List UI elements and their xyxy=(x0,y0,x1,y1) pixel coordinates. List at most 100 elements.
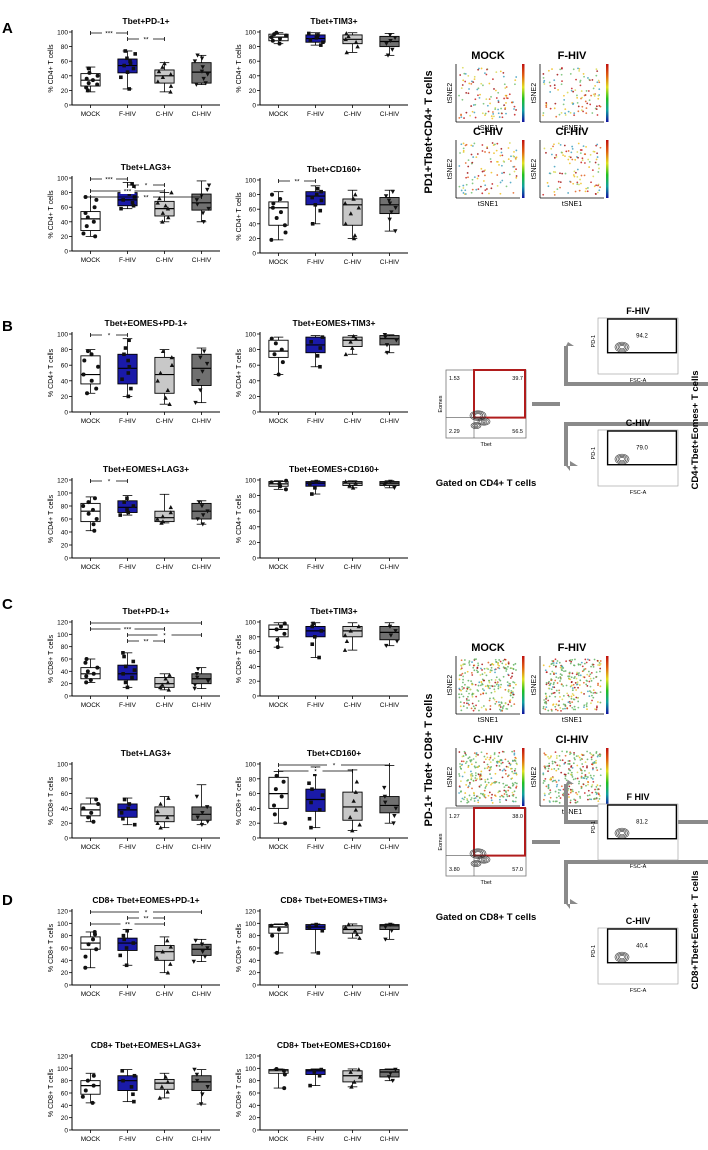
tsne-event xyxy=(593,185,596,188)
x-tick-label: MOCK xyxy=(81,844,101,851)
tsne-event xyxy=(576,777,579,780)
tsne-event xyxy=(500,147,503,150)
data-point xyxy=(385,53,391,58)
y-tick-label: 80 xyxy=(249,493,257,500)
tsne-event xyxy=(559,759,562,762)
pd1-gate xyxy=(606,318,678,354)
data-point xyxy=(269,923,274,928)
tsne-event xyxy=(573,114,576,117)
tsne-event xyxy=(483,679,486,682)
pd1-y-label: PD-1 xyxy=(591,447,597,460)
tsne-event xyxy=(557,779,560,782)
y-tick-label: 80 xyxy=(61,644,69,651)
y-tick-label: 20 xyxy=(249,1115,257,1122)
tsne-event xyxy=(597,163,600,166)
data-point xyxy=(192,686,197,691)
tsne-event xyxy=(466,707,469,709)
data-point xyxy=(86,81,91,86)
tsne-event xyxy=(584,100,587,103)
tsne-event xyxy=(477,690,480,692)
y-tick-label: 40 xyxy=(249,221,257,228)
tsne-event xyxy=(595,759,597,762)
box-c-hiv xyxy=(154,672,175,692)
tsne-event xyxy=(510,101,513,104)
tsne-event xyxy=(591,79,594,81)
data-point xyxy=(347,814,353,820)
gate-caption: Gated on CD4+ T cells xyxy=(436,478,537,489)
tsne-event xyxy=(476,666,479,669)
tsne-event xyxy=(595,762,597,764)
tsne-event xyxy=(575,78,577,81)
tsne-event xyxy=(507,684,509,687)
tsne-event xyxy=(474,774,477,777)
tsne-event xyxy=(486,68,488,71)
tsne-event xyxy=(590,94,593,97)
tsne-event xyxy=(577,67,579,70)
tsne-event xyxy=(474,777,477,779)
tsne-event xyxy=(567,158,570,161)
tsne-event xyxy=(581,96,583,99)
tsne-event xyxy=(568,155,571,158)
boxplot-a3: Tbet+LAG3+% CD4+ T cells020406080100MOCK… xyxy=(48,162,220,264)
tsne-event xyxy=(460,659,463,662)
tsne-event xyxy=(461,84,464,86)
y-axis-label: % CD8+ T cells xyxy=(48,634,55,683)
y-tick-label: 0 xyxy=(64,1128,68,1135)
tsne-event xyxy=(513,681,516,684)
tsne-x-label: tSNE1 xyxy=(562,809,582,816)
gating-y-label: Eomes xyxy=(438,833,444,850)
data-point xyxy=(121,1078,125,1083)
tsne-event xyxy=(465,754,467,756)
data-point xyxy=(84,76,89,81)
tsne-event xyxy=(484,72,486,74)
tsne-event xyxy=(505,670,508,672)
tsne-event xyxy=(575,689,578,691)
tsne-event xyxy=(471,178,474,181)
data-point xyxy=(199,504,205,509)
tsne-event xyxy=(497,108,499,111)
tsne-event xyxy=(496,160,498,163)
tsne-event xyxy=(473,792,475,795)
tsne-event xyxy=(595,158,598,161)
tsne-event xyxy=(498,760,500,763)
tsne-event xyxy=(562,667,565,669)
tsne-event xyxy=(579,797,582,799)
tsne-event xyxy=(499,154,502,157)
tsne-event xyxy=(542,782,545,784)
density-contour xyxy=(471,849,485,858)
data-point xyxy=(276,372,281,377)
tsne-event xyxy=(554,171,557,174)
box-ci-hiv xyxy=(379,922,400,942)
tsne-event xyxy=(587,789,590,792)
tsne-event xyxy=(474,766,477,769)
gating-x-label: Tbet xyxy=(480,880,491,886)
tsne-event xyxy=(592,774,595,777)
data-point xyxy=(271,201,276,206)
density-contour xyxy=(614,341,630,353)
tsne-event xyxy=(573,798,576,801)
tsne-event xyxy=(497,755,500,758)
tsne-event xyxy=(459,763,461,765)
tsne-event xyxy=(558,754,561,757)
tsne-event xyxy=(548,680,550,683)
tsne-event xyxy=(498,708,501,711)
tsne-event xyxy=(550,147,553,150)
tsne-event xyxy=(479,777,481,779)
data-point xyxy=(383,937,388,942)
y-axis-label: % CD8+ T cells xyxy=(48,1068,55,1117)
tsne-event xyxy=(460,664,462,667)
iqr-box xyxy=(268,339,289,358)
tsne-event xyxy=(473,111,476,114)
significance-label-bg xyxy=(308,768,323,774)
tsne-group-c: PD-1+ Tbet+ CD8+ T cellsMOCKtSNE1tSNE2F-… xyxy=(423,642,609,826)
tsne-event xyxy=(592,689,595,692)
tsne-event xyxy=(548,172,551,175)
box-c-hiv xyxy=(154,1072,175,1100)
tsne-event xyxy=(511,692,514,694)
data-point xyxy=(388,1071,393,1076)
tsne-event xyxy=(491,142,494,144)
tsne-event xyxy=(504,772,507,775)
boxplot-a2: Tbet+TIM3+% CD4+ T cells020406080100MOCK… xyxy=(236,16,408,118)
tsne-event xyxy=(589,153,592,156)
tsne-event xyxy=(505,793,508,796)
